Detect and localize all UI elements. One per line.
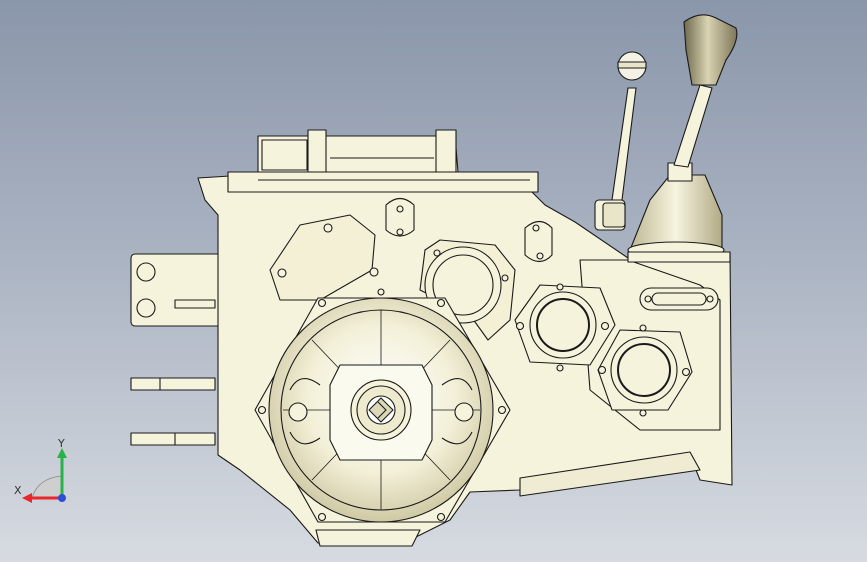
inspection-plate <box>639 287 719 311</box>
side-shift-lever <box>594 51 647 231</box>
bottom-flange <box>315 529 421 547</box>
main-gear-lever <box>627 14 738 259</box>
x-axis-label: X <box>14 484 22 497</box>
bearing-flange-lower <box>597 324 693 417</box>
middle-seal-housing <box>419 239 516 341</box>
upper-cover-plate <box>269 214 376 301</box>
left-mount-bracket <box>130 253 222 446</box>
bearing-flange-upper <box>514 283 616 372</box>
bell-housing <box>254 288 511 523</box>
top-cover <box>227 129 539 193</box>
z-axis-dot <box>58 494 66 502</box>
axis-triad: X Y <box>14 438 67 503</box>
y-axis-label: Y <box>57 438 65 450</box>
